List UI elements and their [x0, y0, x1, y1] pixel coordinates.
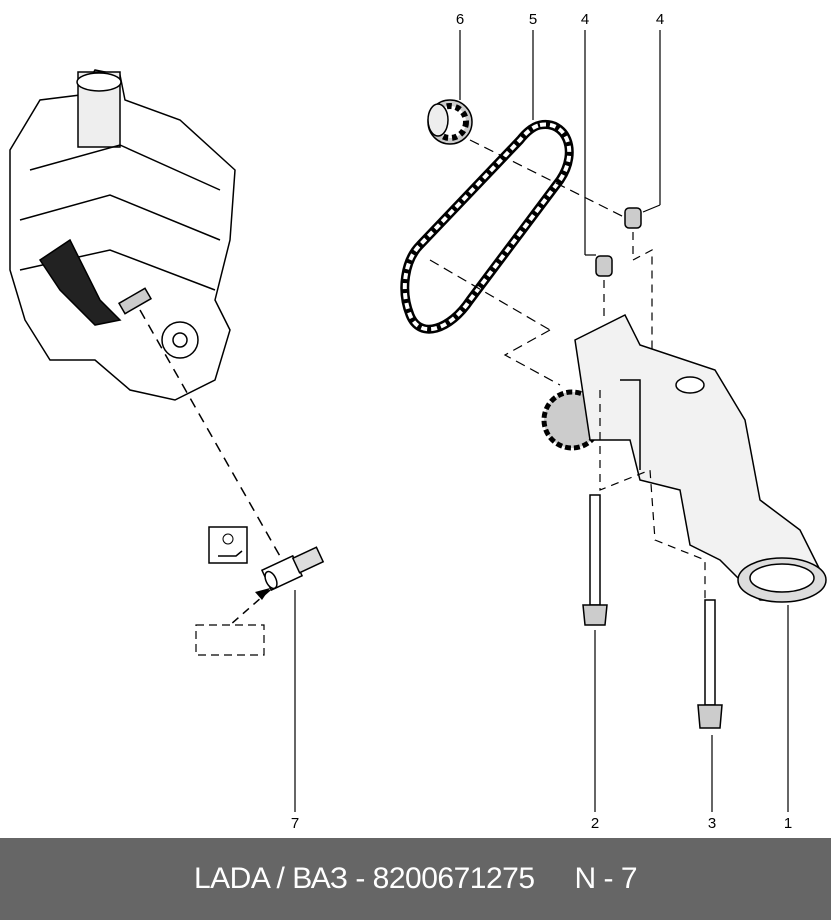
callout-2: 2 — [591, 815, 599, 832]
sprocket — [427, 99, 473, 145]
part-number-text: LADA / ВАЗ - 8200671275 — [193, 862, 535, 895]
exploded-parts-diagram: 6 5 4 4 7 2 3 1 — [9, 11, 827, 832]
callout-4b: 4 — [656, 11, 664, 28]
bolt — [582, 494, 723, 729]
oil-pressure-warning-icon — [208, 526, 248, 564]
engine-block-illustration — [9, 69, 236, 401]
oil-pressure-sensor — [260, 546, 325, 592]
callout-7: 7 — [291, 815, 299, 832]
oil-pump — [541, 313, 827, 603]
callout-leaders — [294, 30, 789, 812]
callout-5: 5 — [529, 11, 537, 28]
callout-4a: 4 — [581, 11, 589, 28]
page-reference: N - 7 — [574, 862, 638, 895]
timing-chain — [400, 120, 574, 334]
callout-3: 3 — [708, 815, 716, 832]
callout-6: 6 — [456, 11, 464, 28]
reference-box-dashed — [195, 624, 265, 656]
bushing — [595, 207, 642, 277]
assembly-guide-line — [139, 309, 286, 566]
callout-1: 1 — [784, 815, 792, 832]
footer-banner: LADA / ВАЗ - 8200671275 N - 7 — [0, 838, 831, 920]
